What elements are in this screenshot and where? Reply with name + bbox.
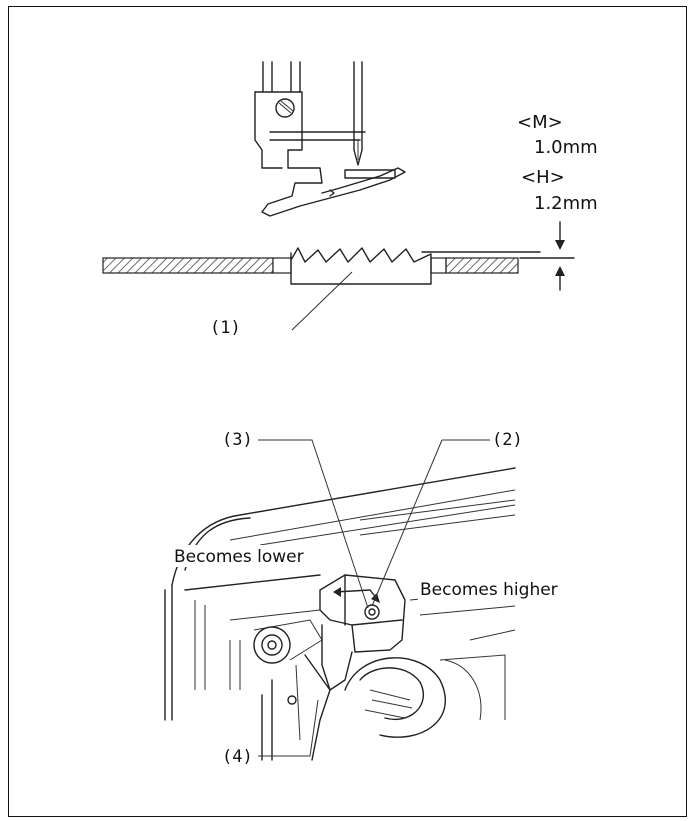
spec-m-value: 1.0mm xyxy=(534,137,598,158)
callout-1: (1) xyxy=(210,318,241,338)
leader-line-4 xyxy=(258,699,319,757)
height-dimension xyxy=(519,221,575,291)
spec-h-value: 1.2mm xyxy=(534,193,598,214)
annotation-becomes-higher: Becomes higher xyxy=(420,580,558,600)
annotation-becomes-lower: Becomes lower xyxy=(174,547,304,567)
leader-line-3 xyxy=(258,439,369,609)
figure-frame xyxy=(8,6,687,817)
higher-label-bg xyxy=(418,578,588,600)
spec-h-label: <H> xyxy=(521,167,565,188)
feed-mechanism-drawing xyxy=(164,467,516,761)
lower-label-bg xyxy=(172,545,340,567)
throat-plate-drawing xyxy=(102,247,541,285)
callout-3: (3) xyxy=(222,430,253,450)
spec-m-label: <M> xyxy=(517,112,563,133)
needle-drawing xyxy=(353,61,363,166)
presser-foot-drawing xyxy=(254,61,406,217)
leader-line-1 xyxy=(291,271,353,331)
callout-2: (2) xyxy=(492,430,523,450)
callout-4: (4) xyxy=(222,747,253,767)
leader-line-2 xyxy=(371,439,490,607)
